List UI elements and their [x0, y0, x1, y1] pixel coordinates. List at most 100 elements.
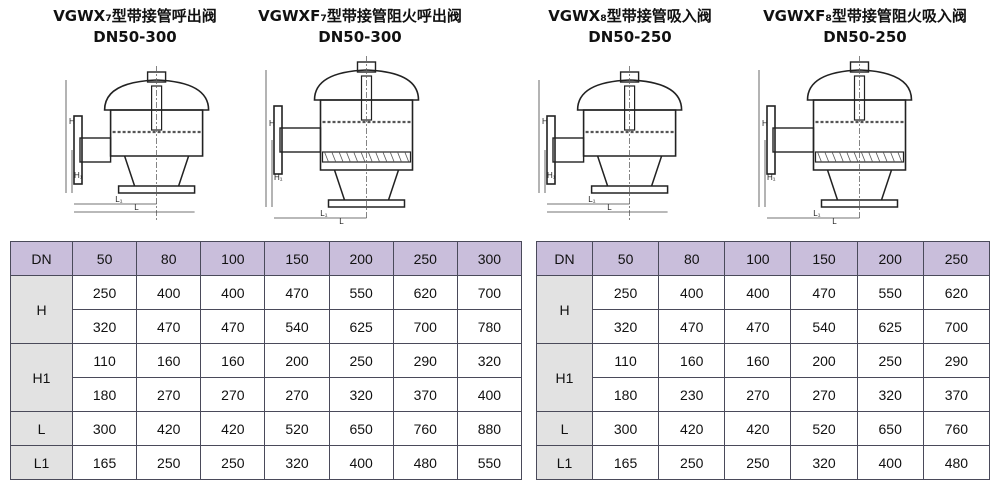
table-cell: 420: [200, 411, 266, 446]
arrester-hatch: [382, 151, 388, 163]
table-cell: 480: [392, 445, 458, 480]
table-cell: 320: [328, 377, 394, 412]
arrester-hatch: [367, 151, 373, 163]
side-flange: [73, 115, 83, 185]
caption-vgwx7: VGWX₇型带接管呼出阀 DN50-300: [20, 6, 250, 48]
arrester-hatch: [890, 151, 895, 163]
row-label-h: H: [10, 275, 73, 344]
table-cell: 470: [658, 309, 726, 344]
table-cell: 250: [200, 445, 266, 480]
caption-vgwxf7-range: DN50-300: [318, 28, 402, 46]
row-label-h1: H1: [536, 343, 593, 412]
table-cell: 230: [658, 377, 726, 412]
arrester-hatch: [846, 151, 852, 163]
table-cell: 400: [136, 275, 202, 310]
table-cell: 320: [71, 309, 138, 344]
table-cell: 270: [724, 377, 792, 412]
table-cell: 370: [922, 377, 991, 412]
table-cell: 270: [200, 377, 266, 412]
arrester-hatch: [875, 151, 881, 163]
arrester-hatch: [389, 151, 395, 163]
caption-vgwx7-title: VGWX₇型带接管呼出阀: [53, 7, 217, 25]
table-cell: 270: [264, 377, 330, 412]
table-cell: 520: [264, 411, 330, 446]
dn-header-cell: 150: [790, 241, 858, 276]
table-cell: 250: [591, 275, 660, 310]
valve-neck: [123, 155, 190, 187]
dn-header-cell: 150: [264, 241, 330, 276]
dim-label-h1: H₁: [74, 171, 83, 180]
table-cell: 520: [790, 411, 858, 446]
table-cell: 320: [856, 377, 924, 412]
arrester-hatch: [824, 151, 830, 163]
table-cell: 250: [136, 445, 202, 480]
row-label-h1: H1: [10, 343, 73, 412]
dn-header-cell: 100: [724, 241, 792, 276]
table-cell: 760: [392, 411, 458, 446]
table-cell: 880: [456, 411, 523, 446]
table-cell: 300: [591, 411, 660, 446]
dn-header-cell: 80: [136, 241, 202, 276]
table-cell: 110: [591, 343, 660, 378]
table-cell: 160: [136, 343, 202, 378]
table-cell: 320: [591, 309, 660, 344]
table-cell: 480: [922, 445, 991, 480]
arrester-hatch: [375, 151, 380, 163]
dim-label-l1: L₁: [813, 209, 820, 218]
caption-vgwx7-range: DN50-300: [93, 28, 177, 46]
arrester-hatch: [839, 151, 844, 163]
table-cell: 270: [790, 377, 858, 412]
side-pipe: [279, 127, 322, 153]
table-cell: 160: [724, 343, 792, 378]
dn-header-cell: 250: [392, 241, 458, 276]
dn-header-cell: 50: [591, 241, 660, 276]
arrester-hatch: [404, 151, 410, 163]
dn-header-cell: 80: [658, 241, 726, 276]
dim-label-l1: L₁: [115, 195, 122, 204]
arrester-hatch: [338, 151, 344, 163]
table-cell: 320: [456, 343, 523, 378]
table-cell: 700: [392, 309, 458, 344]
dn-header: DN: [536, 241, 593, 276]
table-cell: 470: [724, 309, 792, 344]
arrester-hatch: [860, 151, 866, 163]
table-cell: 470: [136, 309, 202, 344]
arrester-hatch: [324, 151, 329, 163]
dn-header-cell: 50: [71, 241, 138, 276]
table-cell: 200: [790, 343, 858, 378]
table-cell: 420: [724, 411, 792, 446]
dim-label-l1: L₁: [588, 195, 595, 204]
table-cell: 200: [264, 343, 330, 378]
caption-vgwxf7: VGWXF₇型带接管阻火呼出阀 DN50-300: [230, 6, 490, 48]
table-cell: 320: [264, 445, 330, 480]
arrester-hatch: [831, 151, 837, 163]
dn-header-cell: 200: [328, 241, 394, 276]
table-cell: 550: [328, 275, 394, 310]
table-cell: 290: [922, 343, 991, 378]
side-pipe: [79, 137, 112, 163]
row-label-l: L: [10, 411, 73, 446]
row-label-l: L: [536, 411, 593, 446]
caption-vgwxf8-title: VGWXF₈型带接管阻火吸入阀: [763, 7, 967, 25]
dn-header-cell: 300: [456, 241, 523, 276]
dim-label-h1: H₁: [547, 171, 556, 180]
side-flange: [546, 115, 556, 185]
dn-header: DN: [10, 241, 73, 276]
arrester-hatch: [897, 151, 903, 163]
table-cell: 650: [856, 411, 924, 446]
table-cell: 470: [264, 275, 330, 310]
table-cell: 700: [922, 309, 991, 344]
valve-body: [319, 99, 414, 171]
